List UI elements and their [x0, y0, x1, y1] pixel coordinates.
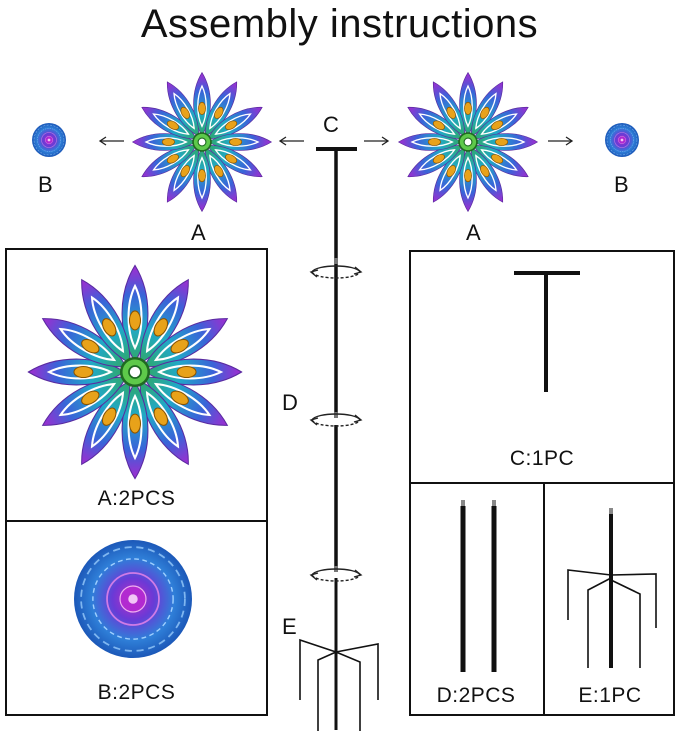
label-a-left: A — [191, 220, 206, 245]
caption-d: D:2PCS — [436, 684, 516, 707]
parts-panel-left — [5, 248, 268, 716]
label-b-left: B — [38, 172, 53, 197]
caption-b: B:2PCS — [97, 681, 176, 704]
page-title: Assembly instructions — [140, 2, 539, 46]
caption-c: C:1PC — [509, 447, 575, 470]
divider-right-v — [543, 482, 545, 716]
divider-left — [5, 520, 268, 522]
label-e: E — [282, 614, 297, 639]
caption-e: E:1PC — [578, 684, 642, 707]
label-a-right: A — [466, 220, 481, 245]
divider-right-h — [409, 482, 675, 484]
label-d: D — [282, 390, 298, 415]
label-c: C — [323, 112, 339, 137]
label-b-right: B — [614, 172, 629, 197]
caption-a: A:2PCS — [97, 487, 176, 510]
